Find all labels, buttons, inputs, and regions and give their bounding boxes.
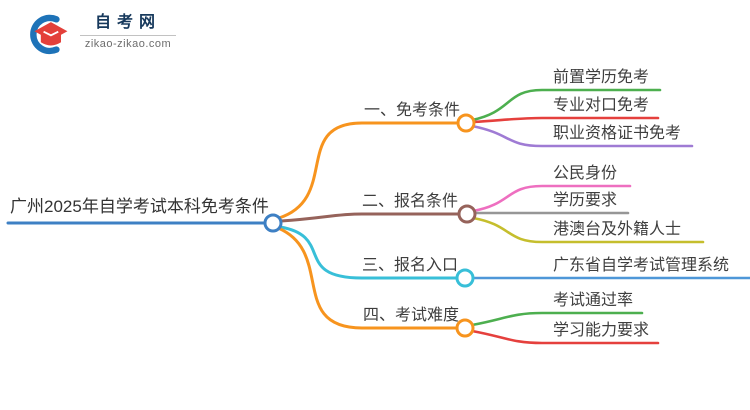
branch-2-label: 二、报名条件 xyxy=(362,193,459,210)
branch-4-label: 四、考试难度 xyxy=(363,307,460,324)
branch-3-node-circle xyxy=(455,268,475,288)
site-logo[interactable]: 自考网 zikao-zikao.com xyxy=(28,10,178,58)
branch-4-child-2-label: 学习能力要求 xyxy=(553,322,650,339)
edge-branch-4 xyxy=(276,226,460,330)
logo-domain: zikao-zikao.com xyxy=(84,38,172,50)
edge-branch1-child-2 xyxy=(471,116,660,124)
branch-3-label: 三、报名入口 xyxy=(362,257,459,274)
branch-1-node-circle xyxy=(456,113,476,133)
branch-2-child-1-label: 公民身份 xyxy=(553,165,618,182)
graduation-cap-logo-icon xyxy=(30,14,68,55)
edge-branch2-child-3 xyxy=(471,216,705,244)
branch-3-child-1-label: 广东省自学考试管理系统 xyxy=(553,257,730,274)
edge-branch-3 xyxy=(278,225,460,280)
logo-title: 自考网 xyxy=(94,14,161,31)
branch-2-child-2-label: 学历要求 xyxy=(553,192,618,209)
edge-branch-1 xyxy=(277,121,461,220)
branch-2-node-circle xyxy=(457,204,477,224)
edge-branch-2 xyxy=(279,212,462,223)
branch-1-label: 一、免考条件 xyxy=(364,102,461,119)
root-node-circle xyxy=(263,213,283,233)
branch-1-child-1-label: 前置学历免考 xyxy=(553,69,650,86)
branch-1-child-2-label: 专业对口免考 xyxy=(553,97,650,114)
edge-branch4-child-1 xyxy=(470,311,644,327)
edge-branch2-child-1 xyxy=(471,184,632,213)
branch-2-child-3-label: 港澳台及外籍人士 xyxy=(553,221,682,238)
edge-branch1-child-1 xyxy=(470,88,662,122)
edge-branch1-child-3 xyxy=(470,124,694,148)
branch-4-node-circle xyxy=(455,318,475,338)
root-node-label: 广州2025年自学考试本科免考条件 xyxy=(10,197,269,216)
branch-4-child-1-label: 考试通过率 xyxy=(553,292,634,309)
edge-branch4-child-2 xyxy=(470,329,660,345)
logo-divider xyxy=(80,35,176,36)
branch-1-child-3-label: 职业资格证书免考 xyxy=(553,125,682,142)
